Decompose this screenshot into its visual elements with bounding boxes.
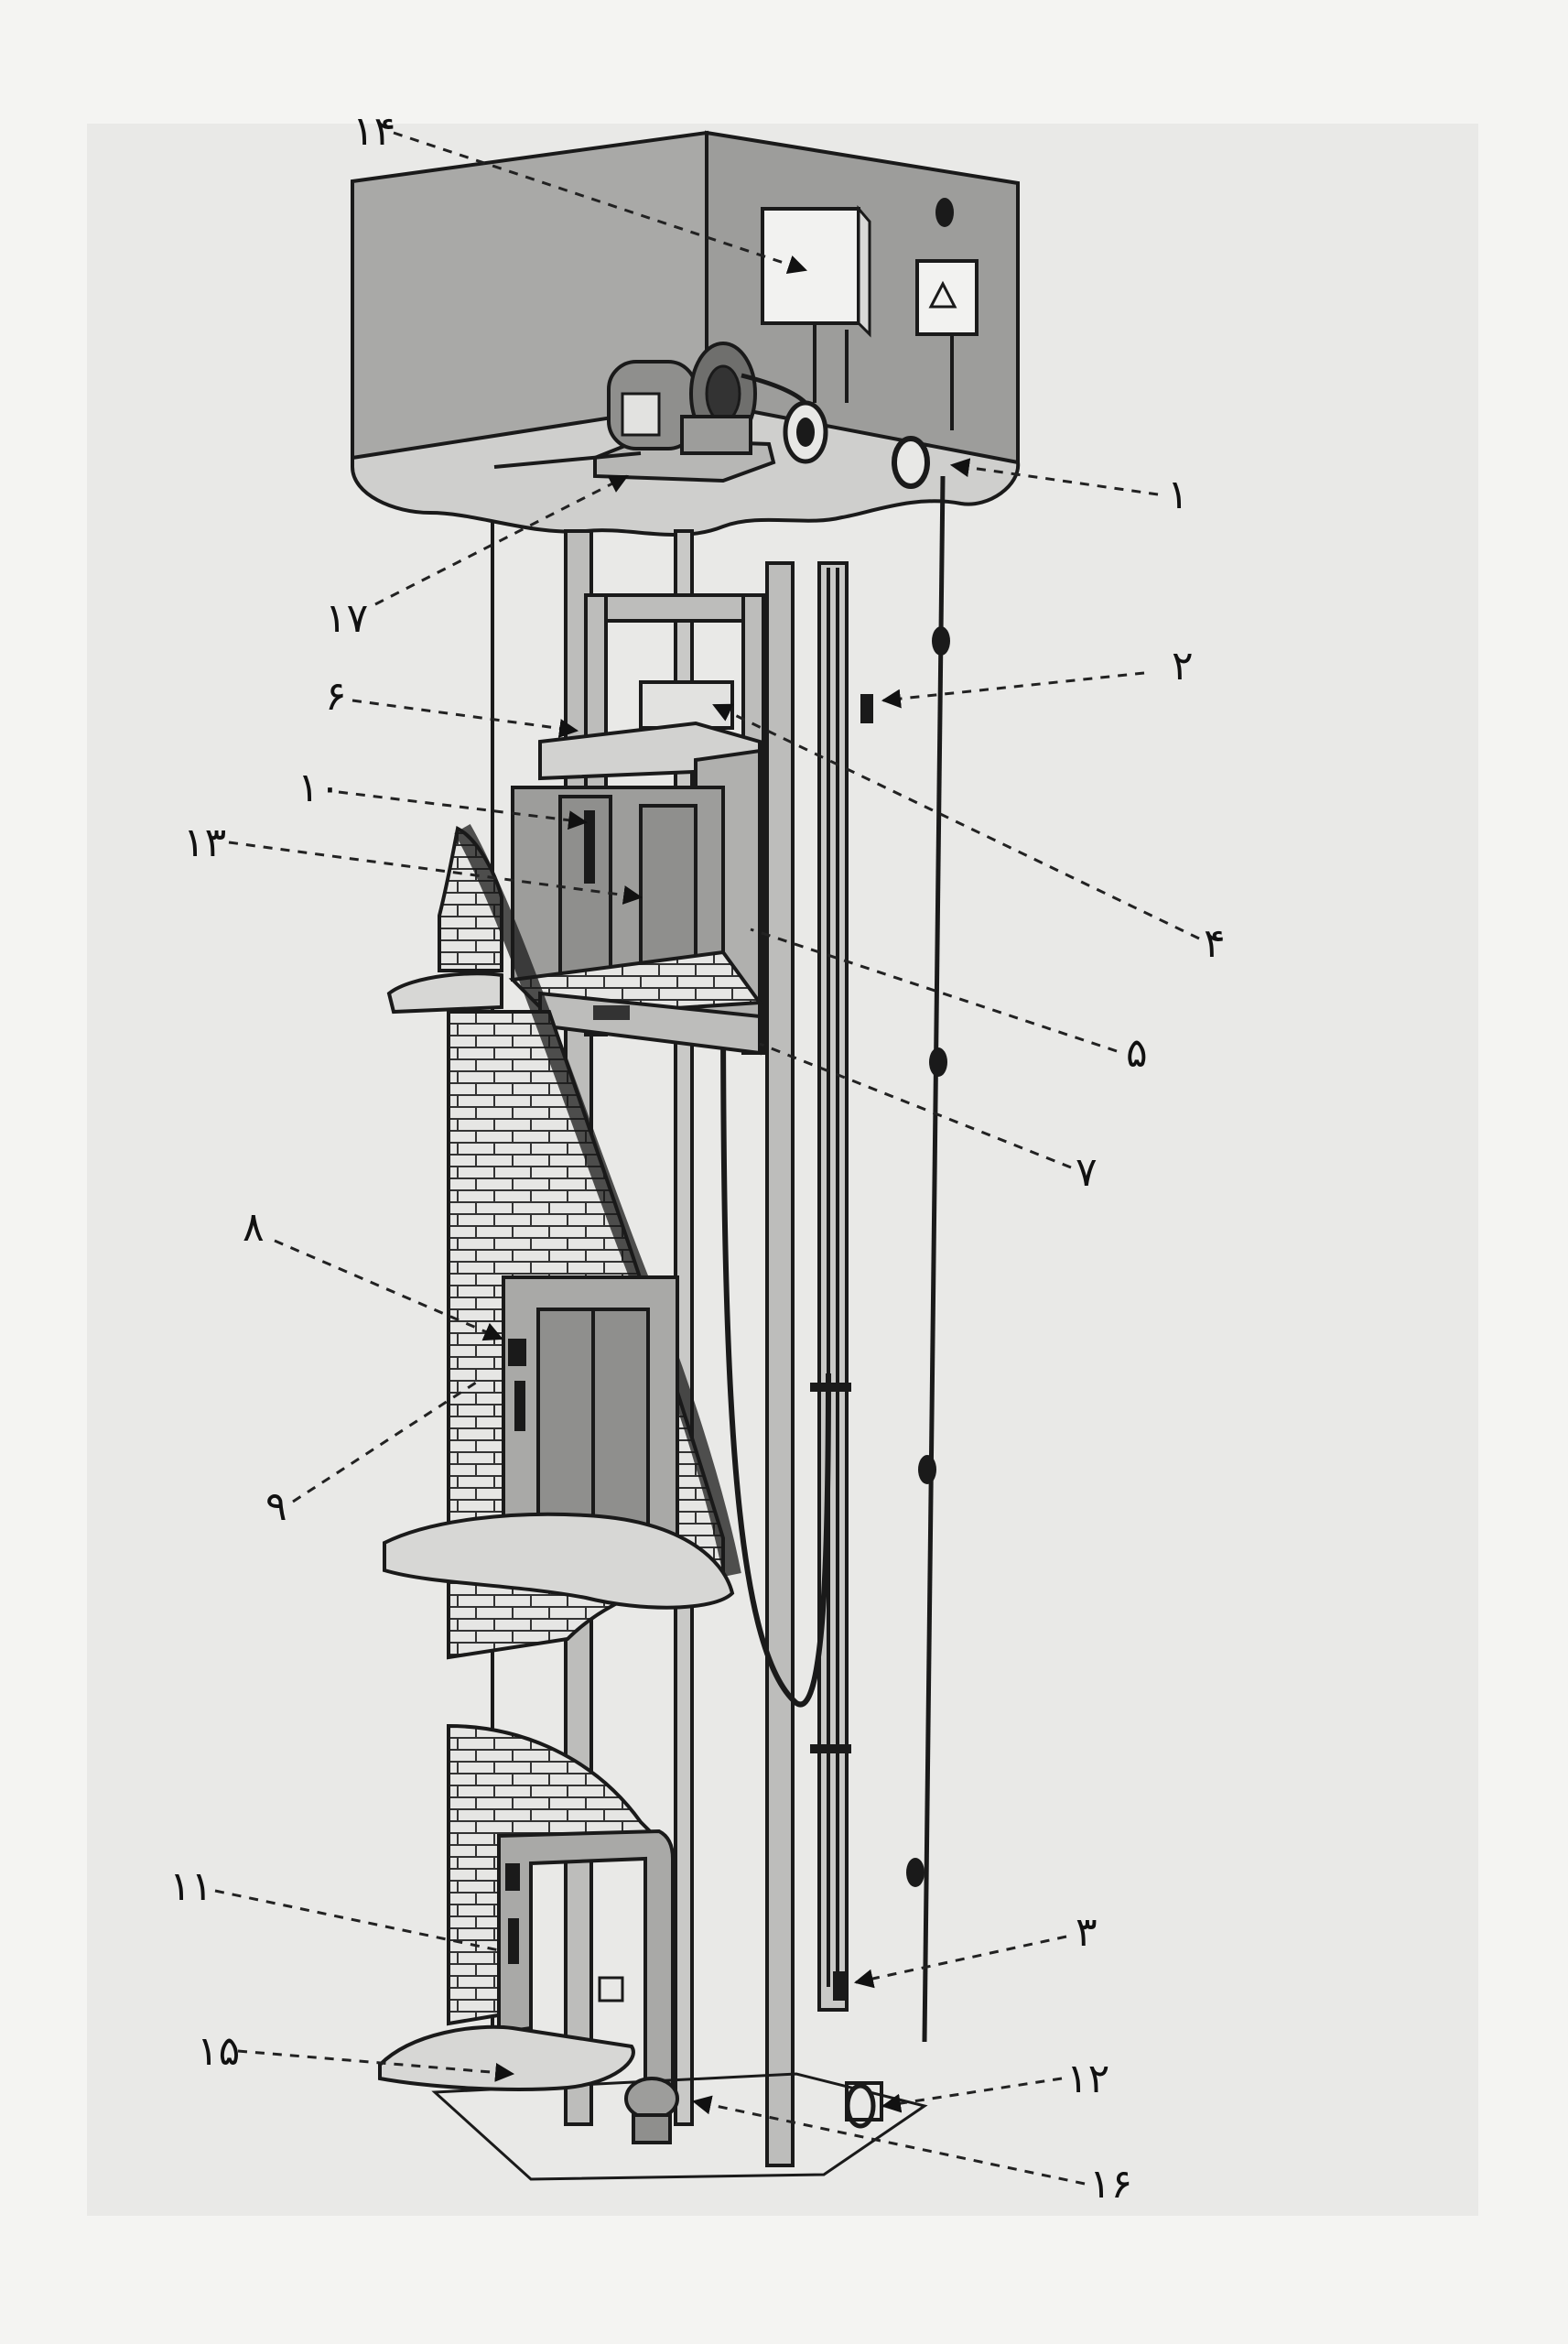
limit-switch-lower: [833, 1971, 846, 2001]
leader-11: [214, 1889, 500, 1952]
leader-14: [393, 131, 807, 274]
label-12: ۱۲: [1066, 2056, 1109, 2102]
lower-door-frame: [497, 1829, 675, 2094]
car-top-box: [639, 680, 734, 730]
controller-cabinet: [761, 207, 860, 325]
leader-lines: [214, 131, 1200, 2186]
label-7: ۷: [1076, 1149, 1098, 1196]
car-door-right: [639, 804, 697, 982]
car-guide-rail-right: [765, 561, 795, 2167]
middle-landing-sill: [383, 1512, 735, 1610]
leader-6: [351, 699, 579, 738]
car-buffer-base: [632, 2113, 672, 2144]
middle-landing: [383, 823, 741, 1660]
label-15: ۱۵: [197, 2028, 240, 2075]
label-10: ۱۰: [297, 765, 341, 811]
label-1: ۱: [1167, 472, 1189, 518]
number-labels: ۱۴ ۱ ۱۷ ۲ ۶ ۱۰ ۱۳ ۴ ۵ ۷ ۸ ۹ ۳ ۱۱ ۱۵ ۱۲ ۱…: [169, 108, 1226, 2208]
lower-landing: [378, 1723, 928, 2181]
rope-clip-2: [929, 1047, 947, 1077]
leader-7: [759, 1042, 1072, 1169]
label-13: ۱۳: [183, 819, 226, 866]
leader-9: [292, 1381, 477, 1503]
leader-12: [881, 2077, 1063, 2113]
car-frame-top: [584, 593, 762, 623]
door-interlock-switch: [598, 1976, 624, 2002]
lower-hall-button: [508, 1918, 519, 1964]
leader-3: [853, 1935, 1067, 1989]
hall-call-button: [514, 1381, 525, 1431]
leader-5: [750, 928, 1118, 1053]
label-11: ۱۱: [169, 1863, 212, 1910]
leader-16: [691, 2095, 1086, 2186]
limit-switch-upper: [860, 694, 873, 723]
label-16: ۱۶: [1089, 2161, 1132, 2208]
leader-17: [374, 474, 629, 606]
label-6: ۶: [325, 673, 347, 720]
main-switch-box: [915, 259, 979, 336]
label-2: ۲: [1172, 643, 1194, 689]
label-5: ۵: [1126, 1030, 1148, 1077]
upper-landing-sill: [386, 971, 503, 1015]
rope-clip-1: [932, 626, 950, 656]
label-17: ۱۷: [325, 595, 368, 642]
overspeed-governor: [892, 436, 930, 489]
leader-8: [274, 1239, 503, 1341]
car-buffer: [624, 2077, 679, 2121]
elevator-car: [508, 593, 765, 1056]
rail-bracket-1: [810, 1383, 851, 1392]
governor-cable-top: [935, 198, 954, 227]
leader-2: [881, 671, 1145, 709]
safety-gear-block: [593, 1005, 630, 1020]
machine-room: [351, 130, 1021, 537]
lower-landing-sill: [378, 2024, 635, 2091]
controller-cabinet-side: [857, 204, 871, 338]
leader-4: [712, 703, 1200, 940]
traction-machine: [593, 342, 828, 483]
rope-clip-3: [918, 1455, 936, 1484]
lower-landing-lock: [505, 1863, 520, 1891]
wall-diagonal-edge: [454, 823, 741, 1577]
label-14: ۱۴: [352, 108, 395, 155]
counterweight-frame: [817, 561, 849, 2012]
leader-10: [338, 790, 589, 830]
rail-bracket-2: [810, 1744, 851, 1753]
travelling-cable: [720, 988, 831, 1708]
governor-rope: [922, 475, 946, 2043]
warning-triangle-icon: [928, 280, 957, 309]
label-3: ۳: [1076, 1909, 1098, 1956]
rope-clip-4: [906, 1858, 925, 1887]
label-4: ۴: [1204, 920, 1226, 967]
label-8: ۸: [243, 1204, 265, 1251]
leader-15: [237, 2049, 515, 2082]
landing-door-lock: [508, 1339, 526, 1366]
label-9: ۹: [265, 1483, 287, 1530]
machine-floor-line: [493, 451, 642, 469]
